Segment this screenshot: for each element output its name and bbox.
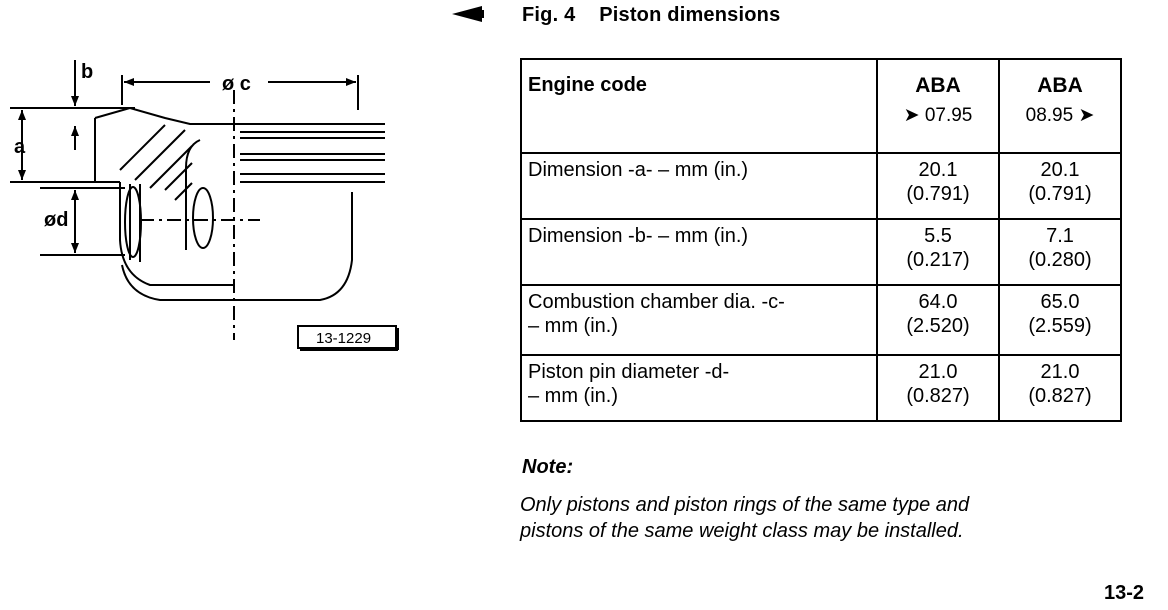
row-label: Combustion chamber dia. -c-– mm (in.) (520, 284, 878, 356)
figure-number: Fig. 4 (522, 4, 576, 26)
row-label: Piston pin diameter -d-– mm (in.) (520, 354, 878, 422)
pointer-left-icon (452, 6, 484, 22)
cell-value: 21.0(0.827) (998, 354, 1122, 422)
figure-title: Fig. 4 Piston dimensions (522, 4, 780, 27)
engine-code: ABA (915, 74, 961, 97)
cell-value: 21.0(0.827) (876, 354, 1000, 422)
label-c: ø c (222, 73, 251, 95)
note-line: pistons of the same weight class may be … (520, 520, 964, 542)
note-body: Only pistons and piston rings of the sam… (520, 492, 1120, 544)
cell-value: 5.5(0.217) (876, 218, 1000, 286)
table-row: Combustion chamber dia. -c-– mm (in.) 64… (520, 284, 1122, 356)
production-range: ➤ 07.95 (903, 105, 973, 126)
note-line: Only pistons and piston rings of the sam… (520, 494, 970, 516)
drawing-reference-number: 13-1229 (316, 330, 371, 347)
piston-dimensions-table: Engine code ABA ➤ 07.95 ABA 08.95 ➤ Dime… (520, 58, 1122, 422)
row-label: Dimension -a- – mm (in.) (520, 152, 878, 220)
table-row: Dimension -a- – mm (in.) 20.1(0.791) 20.… (520, 152, 1122, 220)
header-engine-code: Engine code (520, 58, 878, 154)
header-column: ABA ➤ 07.95 (876, 58, 1000, 154)
cell-value: 20.1(0.791) (876, 152, 1000, 220)
label-a: a (14, 136, 26, 158)
table-row: Piston pin diameter -d-– mm (in.) 21.0(0… (520, 354, 1122, 422)
cell-value: 65.0(2.559) (998, 284, 1122, 356)
cell-value: 20.1(0.791) (998, 152, 1122, 220)
label-d: ød (44, 209, 68, 231)
engine-code: ABA (1037, 74, 1083, 97)
piston-cross-section-drawing: a b ø c ød 13-1229 (10, 60, 399, 351)
cell-value: 64.0(2.520) (876, 284, 1000, 356)
note-title: Note: (522, 456, 574, 478)
label-b: b (81, 61, 93, 83)
production-range: 08.95 ➤ (1025, 105, 1095, 126)
row-label: Dimension -b- – mm (in.) (520, 218, 878, 286)
table-row: Dimension -b- – mm (in.) 5.5(0.217) 7.1(… (520, 218, 1122, 286)
header-column: ABA 08.95 ➤ (998, 58, 1122, 154)
table-header-row: Engine code ABA ➤ 07.95 ABA 08.95 ➤ (520, 58, 1122, 154)
cell-value: 7.1(0.280) (998, 218, 1122, 286)
figure-caption: Piston dimensions (599, 4, 781, 26)
page-number: 13-2 (1104, 582, 1145, 604)
